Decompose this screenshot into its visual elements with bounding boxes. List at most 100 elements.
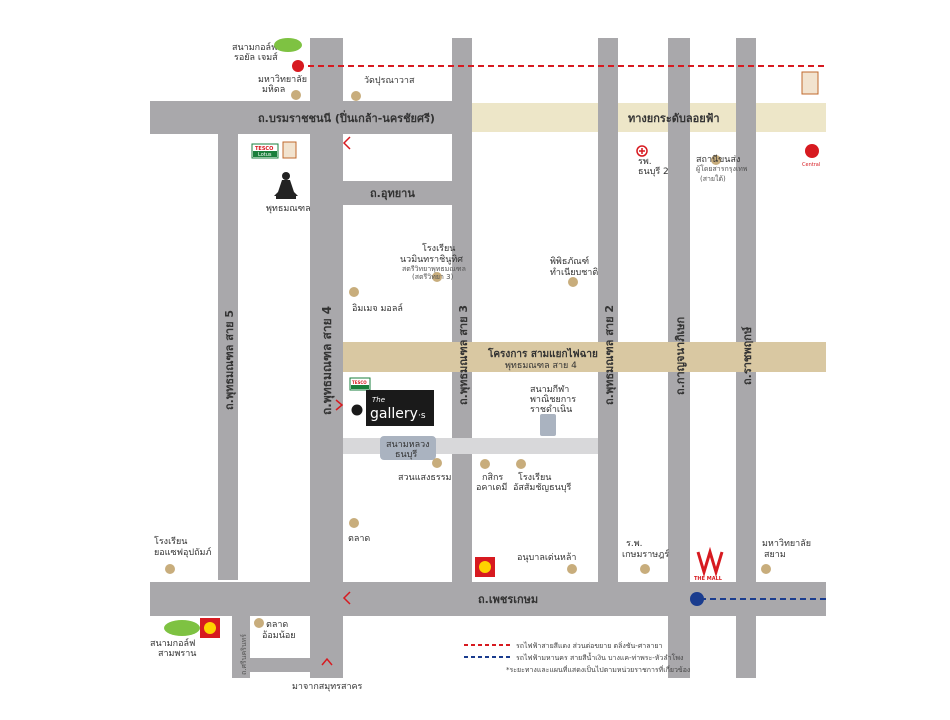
label-bus2: ผู้โดยสารกรุงเทพ [696,164,748,173]
label-school1c: สตรีวิทยาพุทธมณฑล [402,265,466,273]
label-imperial: อิมเมจ มอลล์ [352,302,403,314]
arrow-icon [342,136,351,150]
legend-note: *ระยะทางและแผนที่แสดงเป็นไปตามหน่วยราชกา… [506,665,690,674]
svg-text:Lotus: Lotus [258,152,272,158]
label-stadium: สนามกีฬา [530,384,569,395]
the-mall-logo: THE MALL [694,546,724,582]
label-school2: โรงเรียน [518,472,551,483]
svg-text:TESCO: TESCO [255,146,273,152]
project-band [343,342,826,372]
road-label-ratchaphruek: ถ.ราชพฤกษ์ [741,326,754,385]
svg-text:Central: Central [802,162,820,168]
label-phutthamonthon: พุทธมณฑล [266,204,311,214]
label-hospital: รพ. [638,157,652,167]
label-mahidol2: มหิดล [262,84,285,95]
road-label-expressway: ทางยกระดับลอยฟ้า [628,112,720,125]
road-phutthamonthon2 [598,38,618,583]
label-market2b: อ้อมน้อย [262,630,296,641]
poi-labels: สนามกอล์ฟ รอยัล เจมส์ มหาวิทยาลัย มหิดล … [150,41,811,659]
project-location-icon [350,403,364,417]
central-logo-icon: Central [802,144,820,168]
road-label-borom: ถ.บรมราชชนนี (ปิ่นเกล้า-นครชัยศรี) [258,110,435,125]
road-label-kanchana: ถ.กาญจนาภิเษก [674,317,687,395]
poi-dot-park [432,458,442,468]
label-market2: ตลาด [266,620,288,630]
tesco-lotus-logo: TESCO [349,377,371,391]
road-label-phutthamonthon5: ถ.พุทธมณฑล สาย 5 [223,310,237,410]
label-park: สวนแสงธรรม [398,473,452,483]
road-label-soi-left: ถ.ศรีนครินทร์ [240,634,248,675]
major-logo [282,141,297,159]
label-hospital3: ร.พ. [626,539,643,549]
label-museum2: ทำเนียบชาติ [550,267,598,278]
label-siam: มหาวิทยาลัย [762,538,811,549]
major-logo [801,71,819,95]
map-legend: รถไฟฟ้าสายสีแดง ส่วนต่อขยาย ตลิ่งชัน-ศาล… [464,641,690,674]
buddha-statue-icon [274,172,298,199]
svg-text:·s: ·s [418,411,426,421]
poi-dot-market2 [254,618,264,628]
road-label-project1: โครงการ สามแยกไฟฉาย [487,347,598,360]
label-academy: กสิกร [482,472,503,483]
label-siam2: สยาม [764,550,786,560]
direction-arrows [321,136,351,666]
road-expressway [470,103,826,132]
svg-text:gallery: gallery [370,406,418,422]
big-c-logo [475,557,495,577]
label-kindergarten: อนุบาลเด่นหล้า [517,552,576,563]
road-label-phetkasem: ถ.เพชรเกษม [478,593,538,606]
label-academy2: อคาเดมี [476,482,507,493]
label-museum: พิพิธภัณฑ์ [550,255,589,267]
road-label-uthayan: ถ.อุทยาน [370,187,415,201]
arrow-icon [321,657,333,666]
label-golf-sampran: สนามกอล์ฟ [150,637,195,649]
poi-dot-imperial [349,287,359,297]
road-phutthamonthon4 [310,38,343,678]
road-label-phutthamonthon2: ถ.พุทธมณฑล สาย 2 [603,305,617,405]
poi-dot-museum [568,277,578,287]
arrow-icon [342,591,351,605]
label-school1b: นวมินทราชินูทิศ [400,254,463,265]
label-wat: วัดปุรณาวาส [364,76,415,86]
road-label-sanam-luang: สนามหลวง [386,440,430,450]
poi-dot-hospital3 [640,564,650,574]
road-uthayan [343,181,452,205]
road-label-bottom-exit: มาจากสมุทรสาคร [292,682,363,692]
svg-text:The: The [372,396,385,404]
label-school3: โรงเรียน [154,536,187,547]
arrow-icon [335,399,344,411]
poi-dot-academy [480,459,490,469]
road-label-sanam-luang2: ธนบุรี [395,449,417,460]
golf-green-icon [164,620,200,636]
gallery-project-logo[interactable]: The gallery ·s [366,390,434,426]
poi-dot-school1 [432,272,442,282]
tesco-lotus-logo: TESCO Lotus [251,143,279,159]
legend-blue: รถไฟฟ้ามหานคร สายสีน้ำเงิน บางแค-ท่าพระ-… [516,651,683,662]
poi-dot-kindergarten [567,564,577,574]
label-golf-sampran2: สามพราน [158,649,196,659]
label-golf-royal2: รอยัล เจมส์ [234,51,278,63]
svg-text:TESCO: TESCO [352,380,367,385]
legend-red: รถไฟฟ้าสายสีแดง ส่วนต่อขยาย ตลิ่งชัน-ศาล… [516,641,663,650]
road-label-project2: พุทธมณฑล สาย 4 [505,361,577,371]
label-golf-royal: สนามกอล์ฟ [232,41,277,53]
hospital-cross-icon [636,145,648,157]
poi-dot-bus [711,155,721,165]
label-school1: โรงเรียน [422,243,455,254]
label-market: ตลาด [348,534,370,544]
golf-green-icon [274,38,302,52]
poi-dot-school3 [165,564,175,574]
poi-dot-market [349,518,359,528]
label-hospital2: ธนบุรี 2 [638,166,669,177]
label-stadium3: ราชดำเนิน [530,404,572,415]
poi-dot-siam [761,564,771,574]
big-c-logo [200,618,220,638]
stadium-block [540,414,556,436]
label-stadium2: พาณิชยการ [530,394,576,405]
poi-dot-school2 [516,459,526,469]
poi-dot-wat [351,91,361,101]
label-bus: สถานีขนส่ง [696,154,740,165]
label-mahidol: มหาวิทยาลัย [258,74,307,85]
label-school3b: ยอแซฟอุปถัมภ์ [154,546,211,558]
